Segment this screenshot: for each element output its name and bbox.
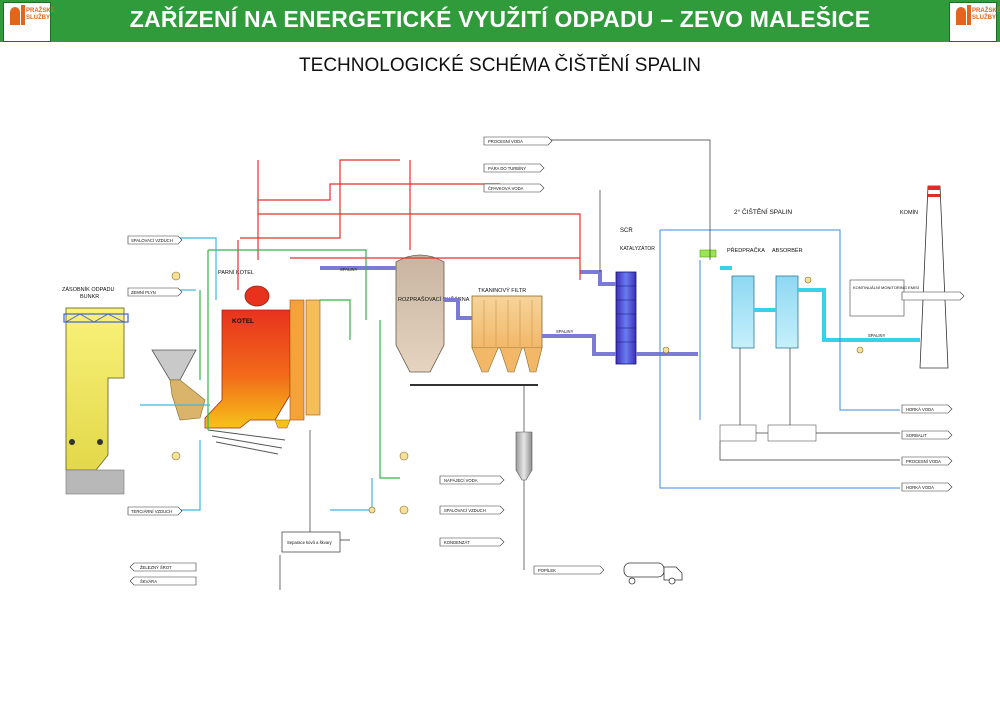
separation-label: Separace kovů a škvary xyxy=(287,540,333,545)
popilek-label: POPÍLEK xyxy=(538,568,556,573)
truck-icon xyxy=(623,562,683,585)
spaliny-3-label: SPALINY xyxy=(868,333,886,338)
scr-label: SCR xyxy=(620,228,633,234)
logo-text-line1: PRAŽSKÉ xyxy=(26,8,55,14)
logo-mark-bar-icon-right xyxy=(967,5,971,25)
sorbalit-label: SORBALIT xyxy=(906,433,927,438)
boiler-label: KOTEL xyxy=(232,318,254,325)
clean-gas-pipes xyxy=(720,266,920,342)
flue-gas-pipes xyxy=(320,266,698,356)
logo-text-line1-right: PRAŽSKÉ xyxy=(972,8,1000,14)
dryer-label: ROZPRAŠOVACÍ SUŠÁRNA xyxy=(398,296,470,303)
logo-mark-icon xyxy=(10,7,20,25)
procesni-voda-r-label: PROCESNÍ VODA xyxy=(906,459,941,464)
chimney-label: KOMÍN xyxy=(900,209,918,216)
filter-label: TKANINOVÝ FILTR xyxy=(478,287,526,294)
bunker-title-label: ZÁSOBNÍK ODPADU xyxy=(62,286,114,293)
logo-text-line2: SLUŽBY xyxy=(26,15,50,21)
monitoring-label: KONTINUÁLNÍ MONITORING EMISÍ xyxy=(853,285,920,290)
bunker: ZÁSOBNÍK ODPADU BUNKR xyxy=(62,286,129,495)
feed-hopper xyxy=(151,349,206,421)
bunker-label: BUNKR xyxy=(80,294,99,300)
procesni-voda-top-label: PROCESNÍ VODA xyxy=(488,139,523,144)
logo-mark-icon-right xyxy=(956,7,966,25)
fans-and-pumps xyxy=(171,271,864,515)
chimney: KOMÍN xyxy=(900,185,949,369)
input-arrows xyxy=(127,136,965,516)
diagram-subtitle: TECHNOLOGICKÉ SCHÉMA ČIŠTĚNÍ SPALIN xyxy=(299,55,701,76)
logo-mark-bar-icon xyxy=(21,5,25,25)
para-do-turbiny-label: PÁRA DO TURBÍNY xyxy=(488,166,526,171)
spalovaci-vzduch2-label: SPALOVACÍ VZDUCH xyxy=(444,508,486,513)
spaliny-2-label: SPALINY xyxy=(556,329,574,334)
spaliny-1-label: SPALINY xyxy=(340,267,358,272)
metal-separation: Separace kovů a škvary xyxy=(281,531,341,553)
process-lines xyxy=(279,139,900,590)
spalovaci-vzduch-label: SPALOVACÍ VZDUCH xyxy=(131,238,173,243)
wet-scrubbing: 2° ČIŠTĚNÍ SPALIN PŘEDPRAČKA ABSORBÉR xyxy=(699,207,817,442)
horka-voda-1-label: HORKÁ VODA xyxy=(906,407,934,412)
prewasher-label: PŘEDPRAČKA xyxy=(727,246,765,254)
boiler: KOTEL PARNÍ KOTEL xyxy=(204,269,321,455)
horka-voda-2-label: HORKÁ VODA xyxy=(906,485,934,490)
absorber-label: ABSORBÉR xyxy=(772,247,803,254)
process-diagram: ZÁSOBNÍK ODPADU BUNKR KOTEL PARNÍ KOTEL … xyxy=(62,136,965,590)
water-pipes xyxy=(199,249,400,479)
kondenzat-label: KONDENZÁT xyxy=(444,540,470,545)
fabric-filter: TKANINOVÝ FILTR xyxy=(410,287,543,386)
boiler-title-label: PARNÍ KOTEL xyxy=(218,269,254,276)
second-stage-label: 2° ČIŠTĚNÍ SPALIN xyxy=(734,207,792,216)
steam-pipes xyxy=(237,159,581,290)
cooling-pipes xyxy=(659,229,900,489)
cpavkova-voda-label: ČPAVKOVÁ VODA xyxy=(488,186,524,191)
zelezny-srot-label: ŽELEZNÝ ŠROT xyxy=(140,565,172,570)
terciarni-vzduch-label: TERCIÁRNÍ VZDUCH xyxy=(131,509,172,514)
catalyst-label: KATALYZÁTOR xyxy=(620,245,655,252)
scr-catalyst: SCR KATALYZÁTOR xyxy=(615,228,655,365)
logo-text-line2-right: SLUŽBY xyxy=(972,15,996,21)
skvara-label: ŠKVÁRA xyxy=(140,579,157,584)
zemni-plyn-label: ZEMNÍ PLYN xyxy=(131,290,156,295)
output-arrows xyxy=(129,475,605,586)
napajeci-voda-label: NAPÁJECÍ VODA xyxy=(444,478,478,483)
page-title: ZAŘÍZENÍ NA ENERGETICKÉ VYUŽITÍ ODPADU –… xyxy=(129,6,871,32)
ash-silo xyxy=(515,431,533,481)
